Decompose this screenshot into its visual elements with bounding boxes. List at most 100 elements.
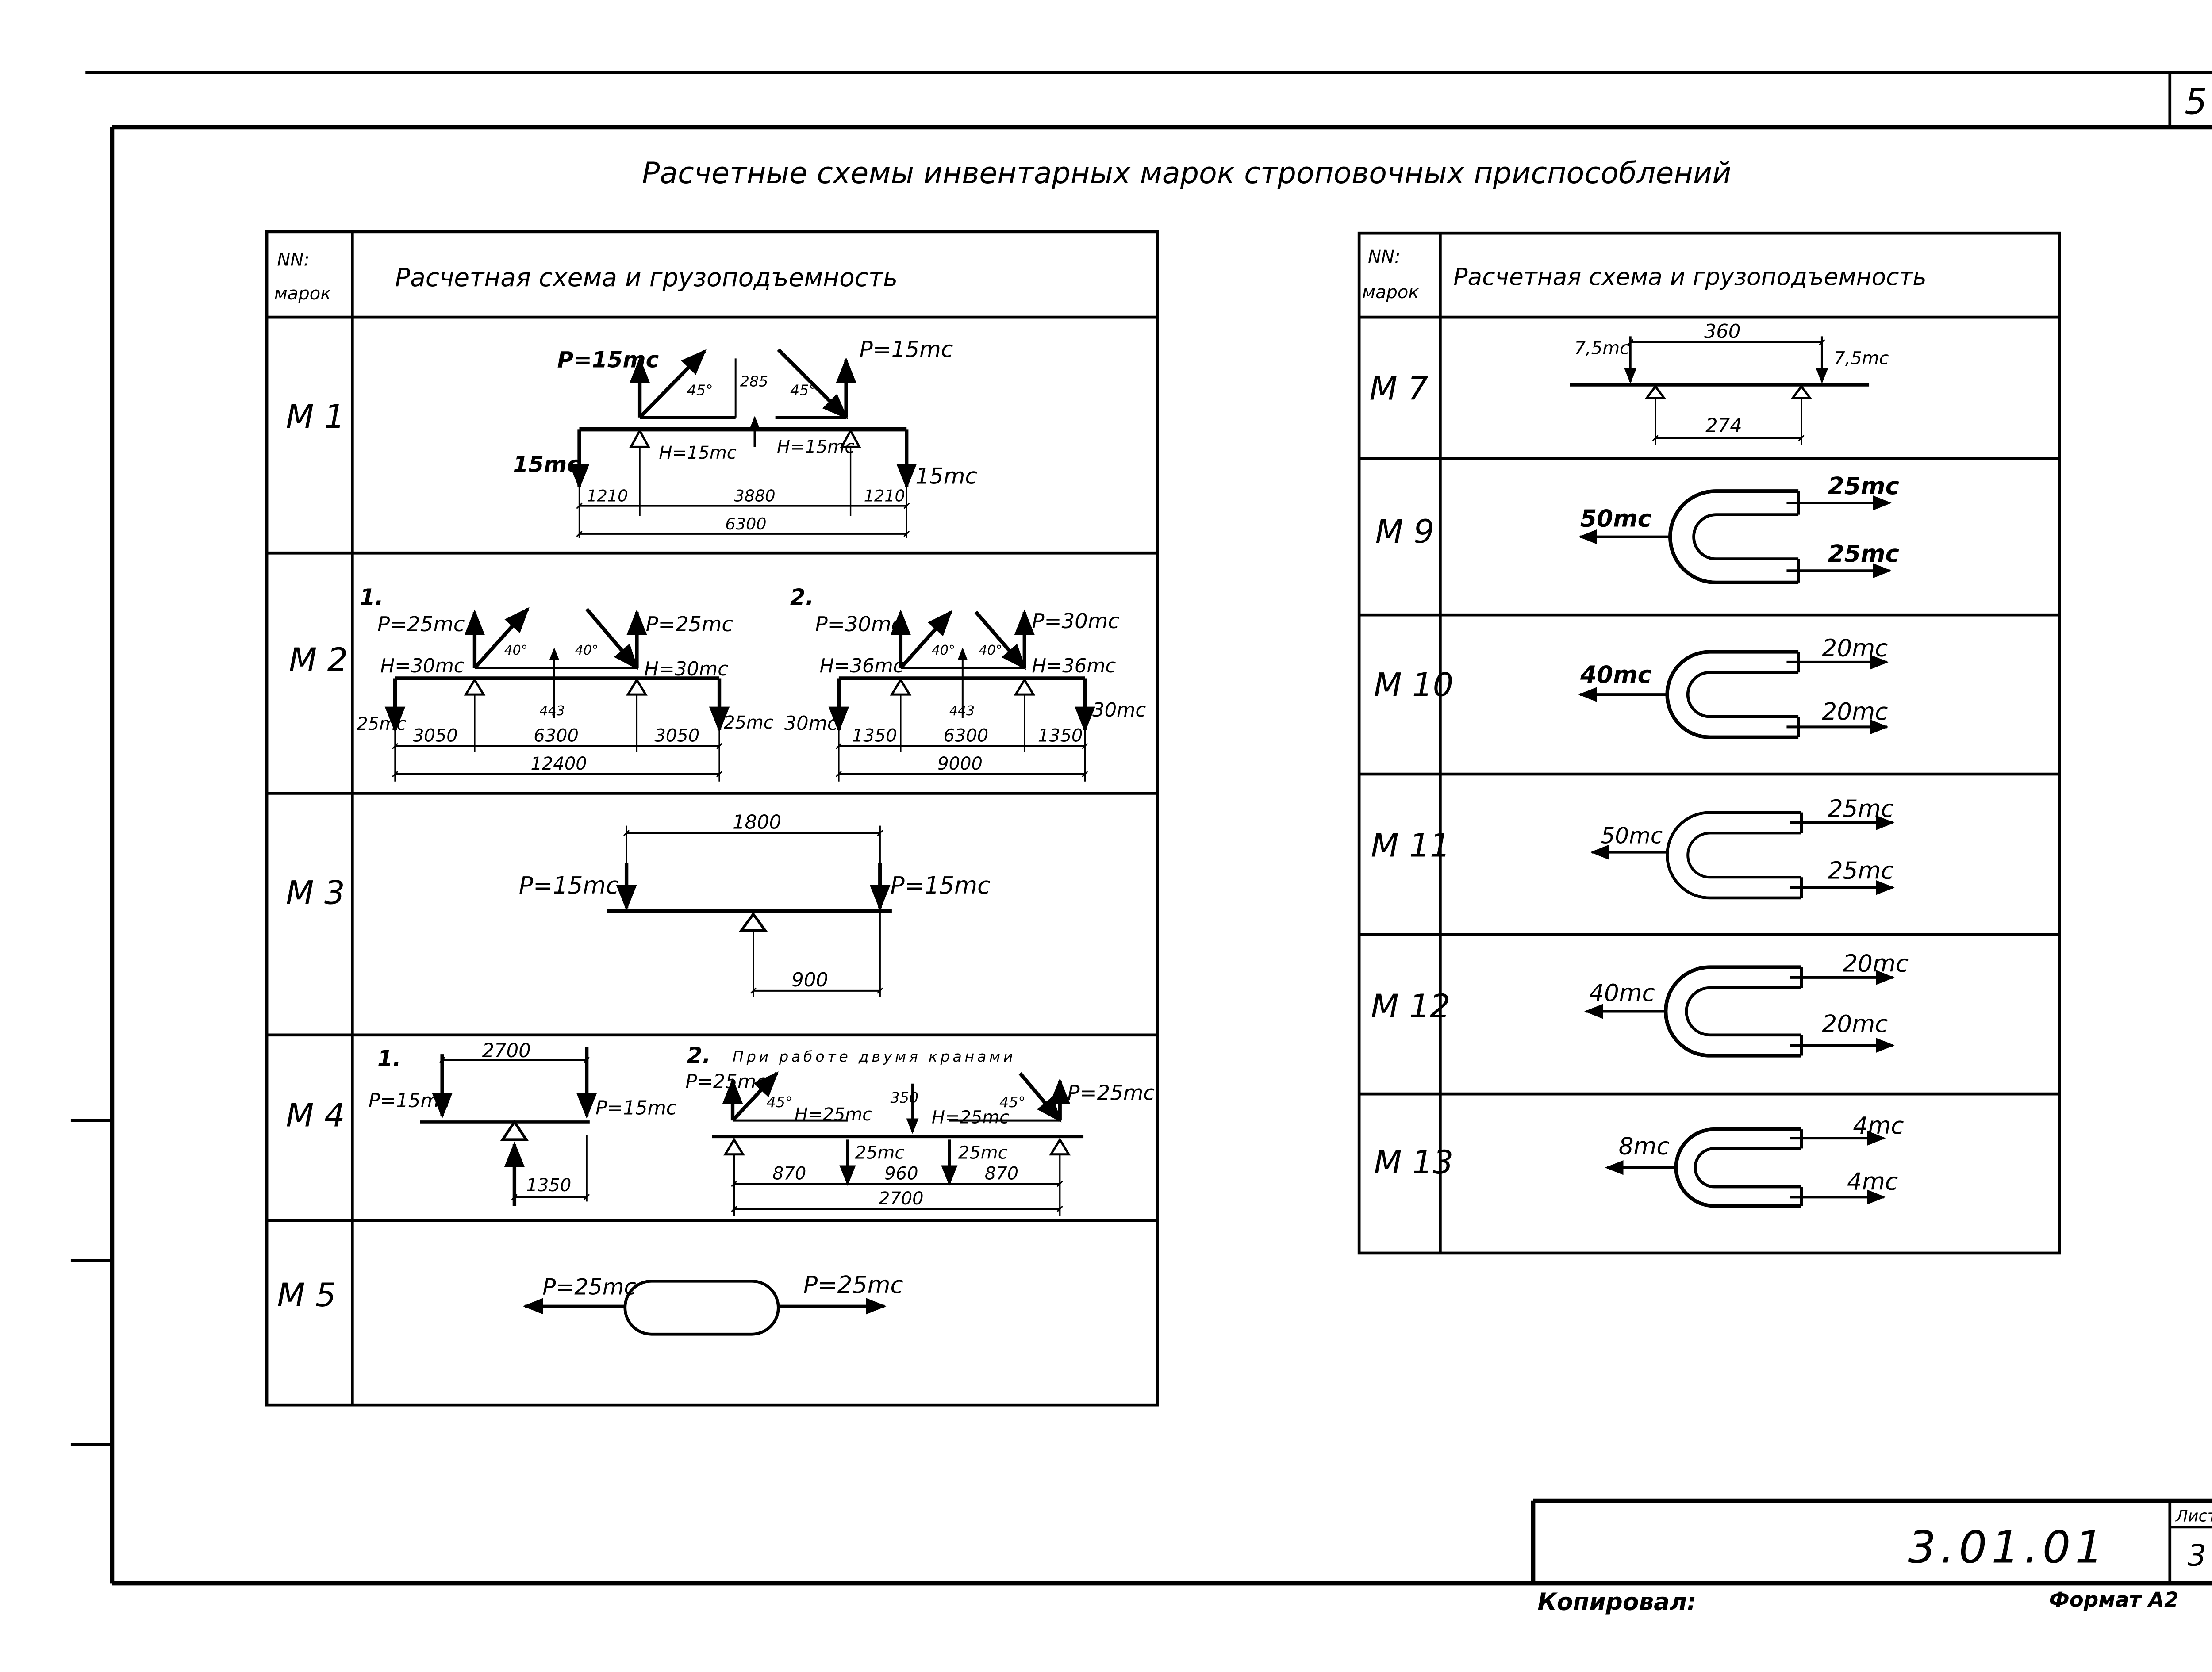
- m5-row: М 5 P=25mc P=25mc: [277, 1271, 903, 1336]
- m4-scheme-2: [712, 1071, 1084, 1216]
- m2-mark: М 2: [289, 641, 348, 679]
- m4-c2-a-right: 45°: [999, 1093, 1025, 1111]
- m2-c1-num: 1.: [360, 584, 384, 610]
- m13-scheme: [1605, 1127, 1886, 1208]
- m5-p-right: P=25mc: [803, 1271, 903, 1299]
- m4-c2-d1: 870: [772, 1163, 806, 1184]
- m1-side-right: 15mc: [915, 464, 977, 489]
- right-table: [1357, 231, 2061, 1255]
- m2-c2-total: 9000: [937, 754, 983, 774]
- m11-mark: М 11: [1371, 827, 1451, 865]
- sheet-frame: [70, 71, 2212, 1586]
- list-label: Лист: [2175, 1506, 2212, 1525]
- m4-c2-h-left: H=25mc: [795, 1104, 872, 1125]
- m3-dim-top: 1800: [733, 811, 781, 833]
- m2-c1-side-left: 25mc: [357, 714, 406, 734]
- m4-c2-r-left: 25mc: [855, 1143, 905, 1163]
- m10-left: 40mc: [1580, 661, 1651, 688]
- m2-c2-d3: 1350: [1038, 726, 1083, 746]
- m4-c2-d2: 960: [884, 1163, 918, 1184]
- m2-c1-side-right: 25mc: [724, 713, 773, 733]
- m2-c2-a-left: 40°: [932, 643, 955, 658]
- m2-c2-h-right: H=36mc: [1032, 655, 1116, 677]
- m2-row: М 2 1. P=25mc P=25mc H=30mc H=30mc 40° 4…: [289, 584, 1146, 782]
- m12-left: 40mc: [1589, 979, 1655, 1007]
- m10-mark: М 10: [1374, 666, 1453, 704]
- m11-row: М 11 50mc 25mc 25mc: [1371, 795, 1895, 900]
- right-header-scheme: Расчетная схема и грузоподъемность: [1453, 263, 1926, 291]
- m3-p-right: P=15mc: [891, 872, 991, 899]
- m2-c1-h-right: H=30mc: [644, 658, 728, 680]
- m1-h-right: H=15mc: [777, 437, 854, 457]
- m11-left: 50mc: [1601, 823, 1663, 849]
- m1-d2: 3880: [734, 487, 775, 506]
- m7-bottom: 274: [1705, 415, 1742, 437]
- m2-c1-443: 443: [540, 703, 565, 719]
- m12-bottom: 20mc: [1822, 1010, 1888, 1038]
- m7-top: 360: [1704, 321, 1741, 343]
- m5-p-left: P=25mc: [542, 1274, 636, 1300]
- m1-h-left: H=15mc: [659, 443, 736, 463]
- m3-dim-bottom: 900: [791, 969, 828, 991]
- m7-row: М 7 7,5mc 360 7,5mc 274: [1369, 321, 1889, 446]
- left-table: [265, 230, 1159, 1407]
- m4-c2-350: 350: [891, 1089, 919, 1106]
- m4-row: М 4 1. 2700 P=15mc P=15mc 1350: [286, 1040, 1155, 1216]
- m2-c1-p-left: P=25mc: [377, 612, 465, 636]
- m10-scheme: [1578, 650, 1889, 739]
- m11-bottom: 25mc: [1828, 857, 1894, 885]
- m9-row: М 9 50mc 25mc 25mc: [1375, 472, 1899, 585]
- m9-scheme: [1578, 489, 1892, 585]
- m2-c1-a-right: 40°: [575, 643, 599, 658]
- m10-row: М 10 40mc 20mc 20mc: [1374, 634, 1889, 739]
- m1-p-left: P=15mc: [557, 347, 659, 372]
- m2-c1-d2: 6300: [534, 726, 579, 746]
- m5-mark: М 5: [277, 1277, 336, 1314]
- m4-c2-d3: 870: [985, 1163, 1018, 1184]
- right-header-marks: марок: [1362, 282, 1419, 303]
- m1-angle-right: 45°: [790, 382, 816, 399]
- m12-mark: М 12: [1371, 988, 1451, 1025]
- format-label: Формат А2: [2049, 1588, 2179, 1612]
- m13-top: 4mc: [1853, 1112, 1904, 1139]
- m2-c1-d1: 3050: [413, 726, 458, 746]
- m4-c2-h-right: H=25mc: [932, 1108, 1009, 1128]
- m4-c1-dim: 2700: [482, 1040, 531, 1062]
- m4-c1-num: 1.: [377, 1046, 401, 1071]
- m13-bottom: 4mc: [1847, 1168, 1898, 1196]
- m5-scheme: [522, 1279, 887, 1336]
- m1-d3: 1210: [864, 487, 905, 506]
- m2-c1-p-right: P=25mc: [645, 612, 733, 636]
- m1-p-right: P=15mc: [860, 337, 953, 362]
- m2-c2-side-right: 30mc: [1092, 699, 1146, 721]
- m1-mark: М 1: [286, 398, 345, 436]
- m12-scheme: [1584, 965, 1895, 1058]
- m4-c1-1350: 1350: [526, 1175, 572, 1196]
- m4-c2-p-right: P=25mc: [1067, 1081, 1155, 1104]
- m3-p-left: P=15mc: [519, 872, 619, 899]
- m4-c2-note: При работе двумя кранами: [733, 1048, 1016, 1065]
- sheet-number: 5: [2185, 81, 2207, 122]
- m2-c1-d3: 3050: [654, 726, 699, 746]
- m10-top: 20mc: [1822, 634, 1888, 662]
- m3-mark: М 3: [286, 874, 345, 912]
- m9-mark: М 9: [1375, 513, 1434, 551]
- m1-dim-285: 285: [740, 373, 768, 390]
- m4-c2-num: 2.: [687, 1043, 711, 1068]
- left-header-marks: марок: [274, 284, 331, 304]
- m7-right: 7,5mc: [1834, 349, 1889, 369]
- m4-c2-p-left: P=25mc: [685, 1071, 767, 1093]
- m7-scheme: [1570, 336, 1870, 446]
- document-code: 3.01.01: [1908, 1522, 2108, 1573]
- m9-top: 25mc: [1828, 472, 1899, 500]
- copied-by-label: Копировал:: [1537, 1588, 1696, 1615]
- m4-c1-p-left: P=15mc: [369, 1090, 450, 1112]
- m7-mark: М 7: [1369, 370, 1428, 408]
- m12-row: М 12 40mc 20mc 20mc: [1371, 950, 1909, 1058]
- m1-d1: 1210: [587, 487, 628, 506]
- m4-c2-r-right: 25mc: [958, 1143, 1008, 1163]
- m4-c1-p-right: P=15mc: [595, 1097, 677, 1120]
- m2-scheme-1: [384, 607, 730, 782]
- title-stamp: [1531, 1498, 2212, 1584]
- m4-mark: М 4: [286, 1097, 345, 1134]
